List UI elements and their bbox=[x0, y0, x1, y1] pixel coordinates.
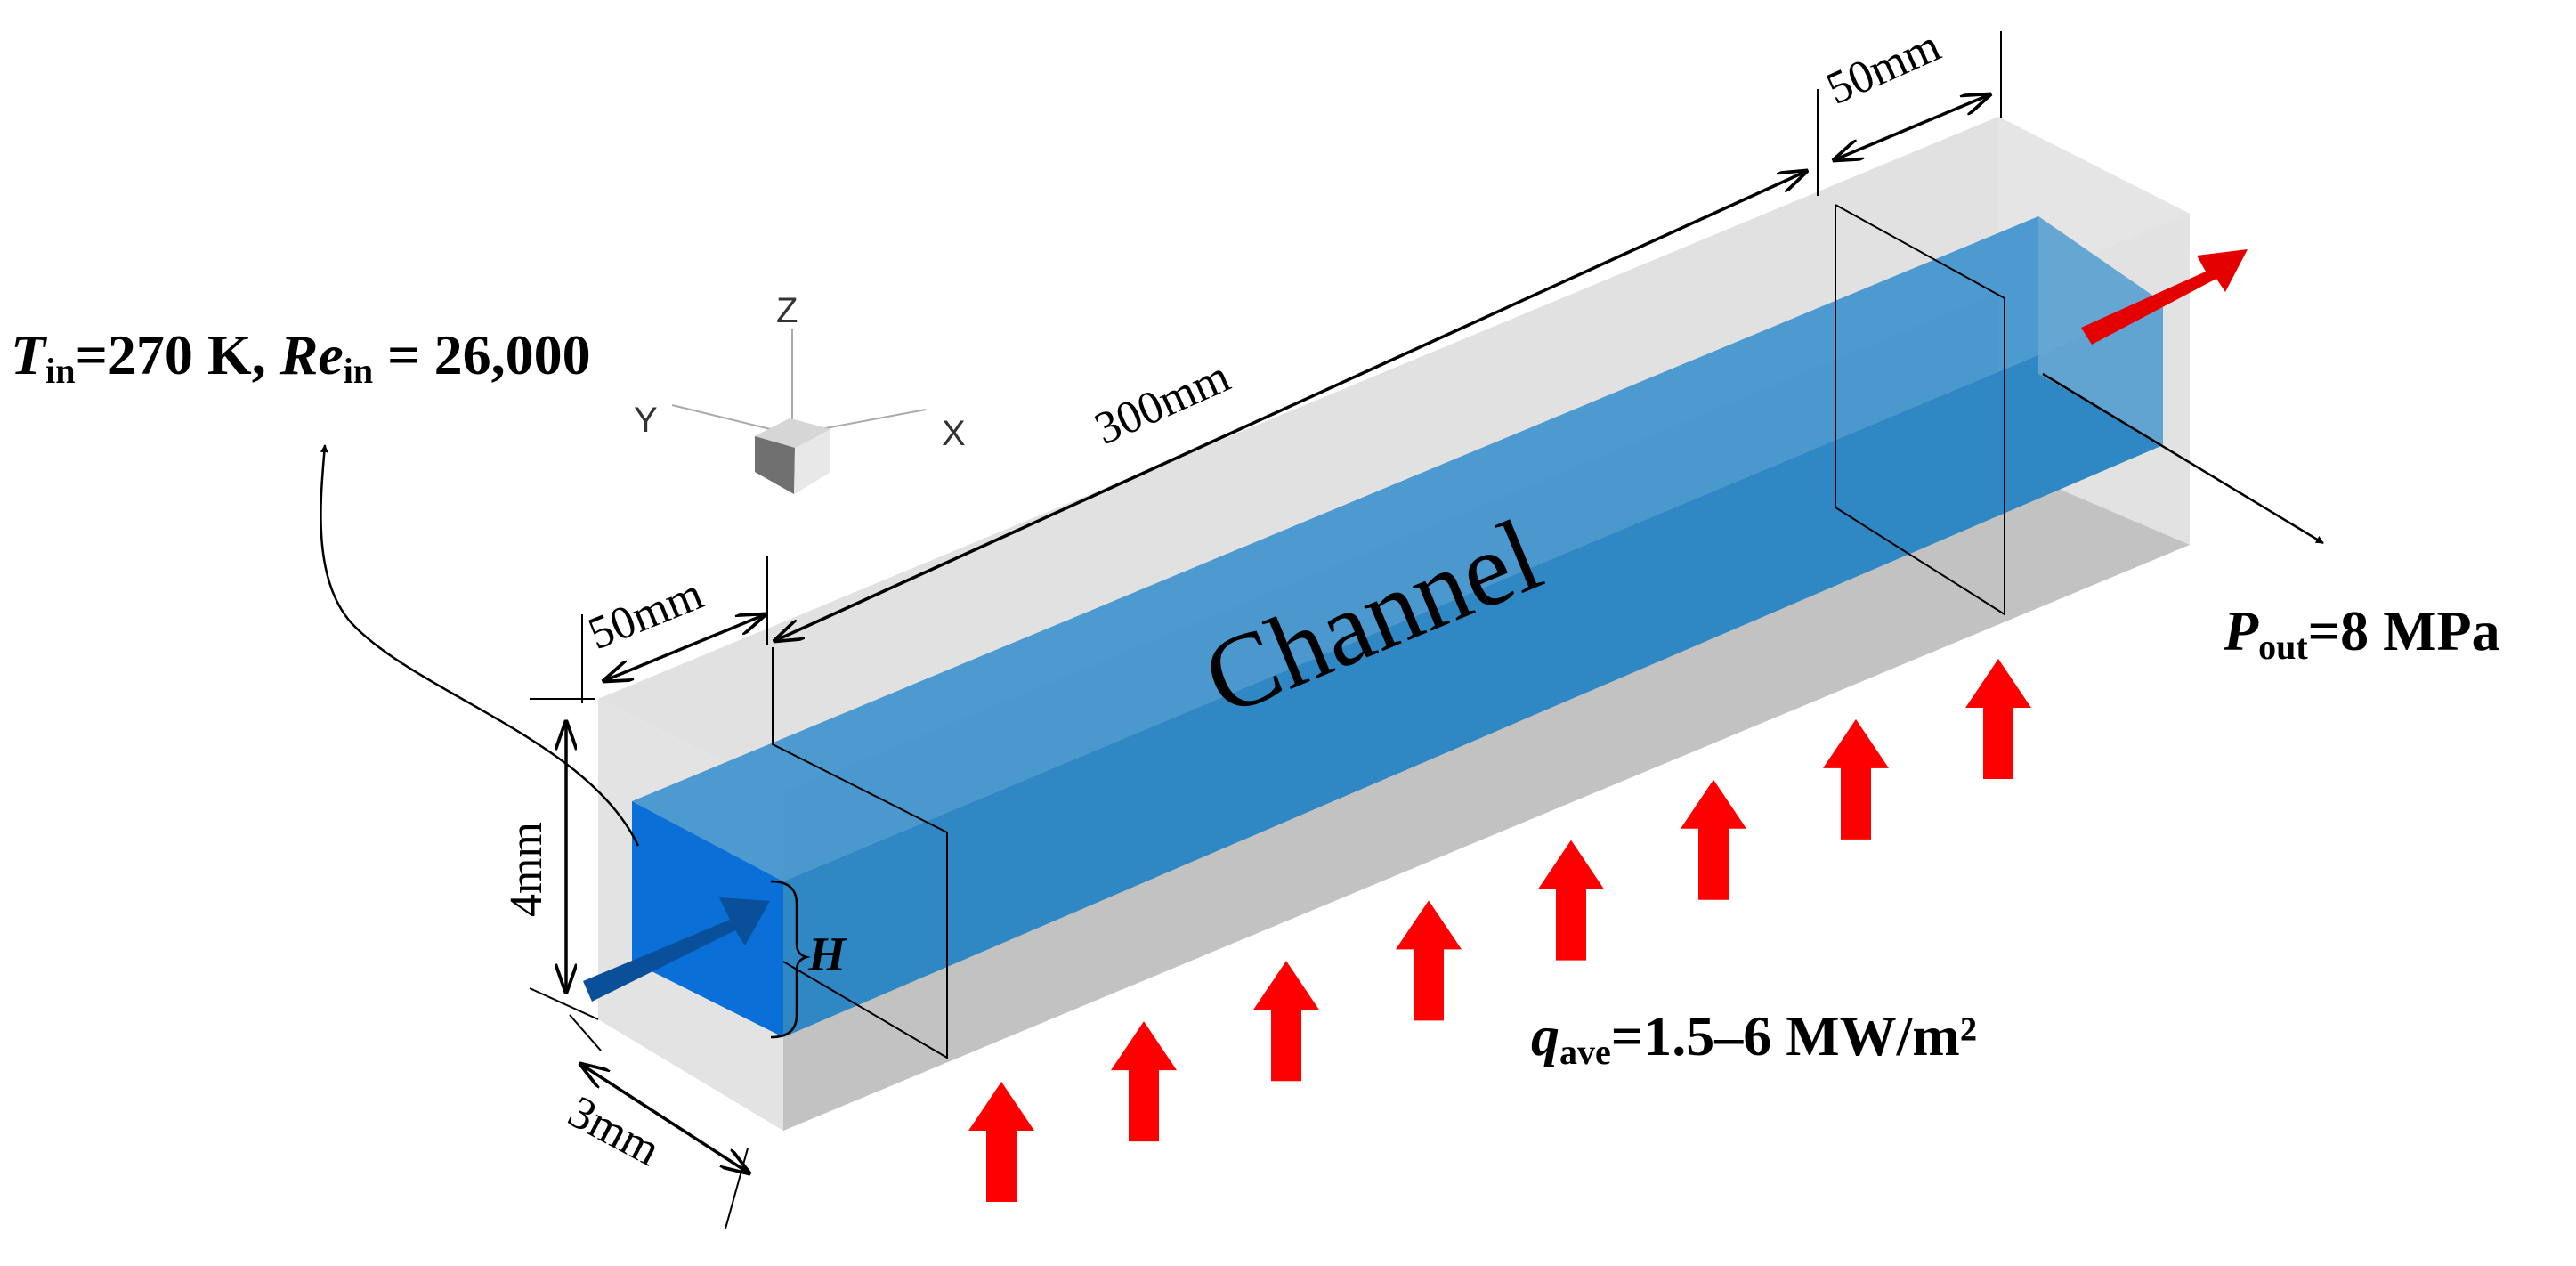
height-symbol: H bbox=[807, 928, 847, 981]
axis-triad: Z Y X bbox=[634, 291, 966, 494]
dim-width-line bbox=[580, 1064, 749, 1173]
inlet-conditions-label: Tin=270 K, Rein = 26,000 bbox=[11, 323, 591, 391]
outlet-flow-arrow bbox=[2081, 249, 2248, 345]
heat-flux-arrow bbox=[1538, 840, 1604, 961]
heat-flux-arrow bbox=[1681, 779, 1746, 900]
heat-flux-arrow bbox=[1965, 659, 2031, 779]
heat-flux-arrow bbox=[1396, 900, 1462, 1021]
axis-label-z: Z bbox=[776, 291, 798, 330]
fluid-front-face bbox=[783, 303, 2163, 1037]
height-bracket bbox=[770, 880, 811, 1039]
inlet-face bbox=[632, 801, 783, 1037]
heat-flux-arrow bbox=[1823, 718, 1889, 840]
section-plane-outlet bbox=[1835, 204, 2005, 616]
dimension-ticks bbox=[529, 31, 2002, 1229]
dim-outlet-section-label: 50mm bbox=[1819, 20, 1948, 115]
heat-flux-arrow bbox=[1253, 961, 1319, 1082]
dim-outlet-section-line bbox=[1834, 94, 1990, 160]
section-plane-inlet bbox=[772, 647, 948, 1059]
axis-label-x: X bbox=[942, 414, 966, 453]
dim-inlet-section-line bbox=[603, 614, 766, 681]
dim-height-label: 4mm bbox=[501, 822, 552, 917]
heat-flux-arrow bbox=[968, 1082, 1034, 1202]
heat-flux-label: qave=1.5–6 MW/m² bbox=[1531, 1004, 1977, 1072]
dim-width-label: 3mm bbox=[560, 1086, 668, 1176]
outlet-leader bbox=[2042, 372, 2324, 545]
axis-label-y: Y bbox=[634, 401, 658, 440]
heat-flux-arrow bbox=[1111, 1021, 1177, 1142]
heat-flux-arrows bbox=[968, 659, 2031, 1202]
dim-length-line bbox=[774, 171, 1807, 641]
inlet-flow-arrow bbox=[583, 897, 770, 1002]
outlet-pressure-label: Pout=8 MPa bbox=[2223, 599, 2500, 667]
inlet-leader bbox=[320, 444, 640, 847]
